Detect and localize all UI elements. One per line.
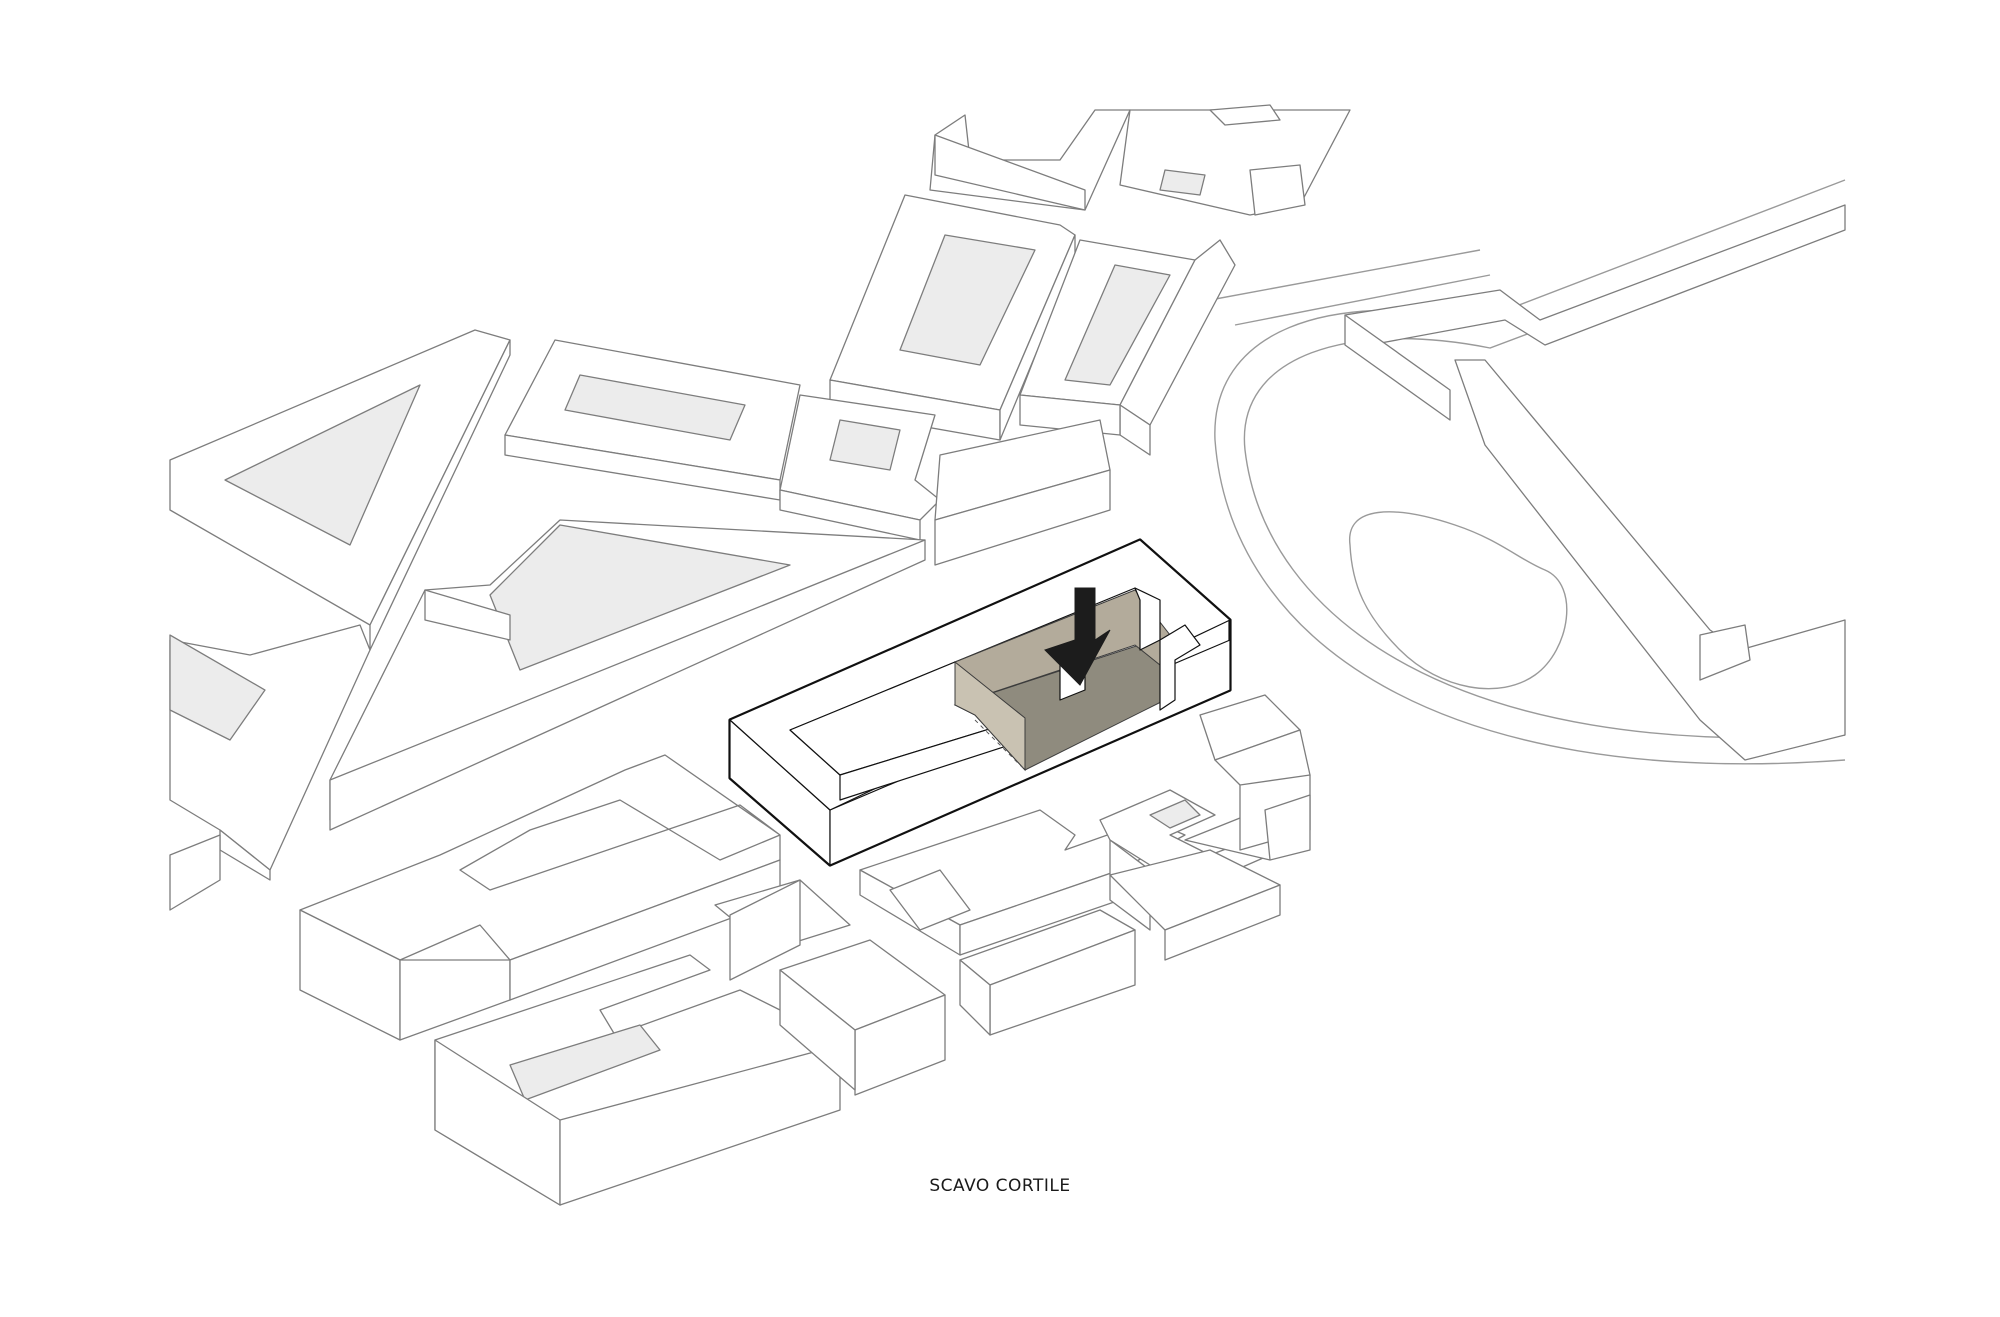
park-pond <box>1349 511 1568 690</box>
north-blocks <box>929 104 1351 216</box>
project-building <box>728 538 1232 867</box>
south-east-blocks <box>859 694 1311 1036</box>
park-building <box>1344 204 1846 761</box>
south-blocks <box>299 754 946 1206</box>
courtyard-blocks <box>829 194 1236 456</box>
west-courtyard-block <box>504 339 1111 566</box>
down-arrow-icon <box>1044 587 1111 686</box>
diagram-caption: SCAVO CORTILE <box>929 1176 1071 1196</box>
triangle-blocks <box>169 329 926 911</box>
